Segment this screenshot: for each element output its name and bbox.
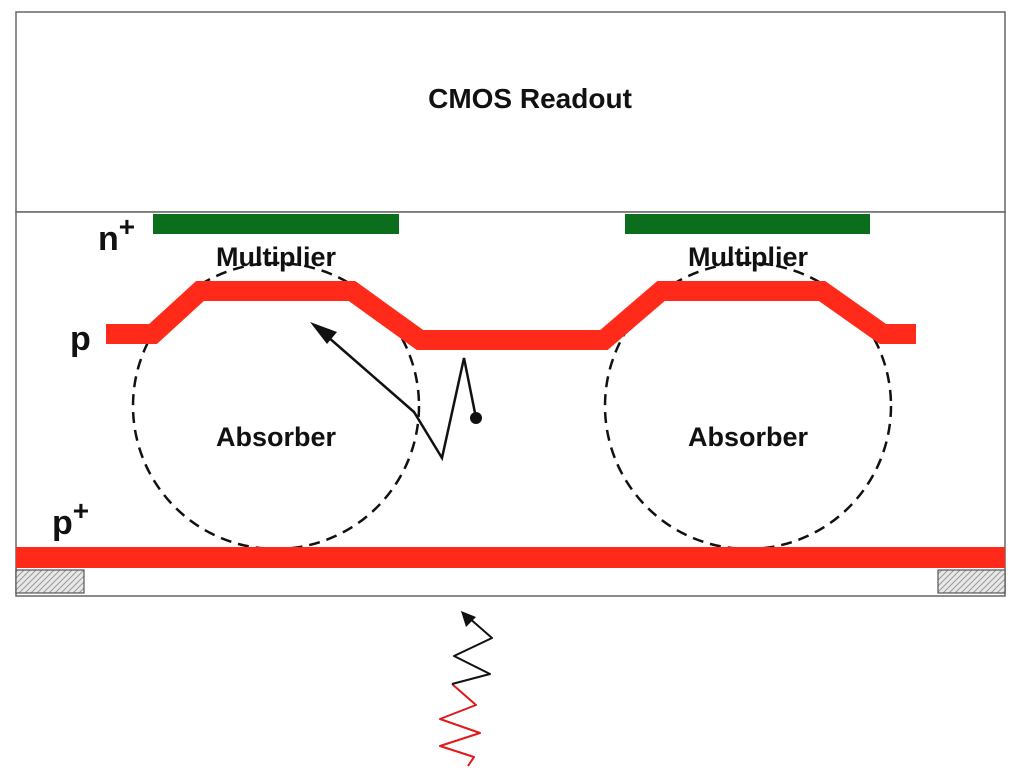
p-plus-label: p+: [52, 495, 89, 542]
bottom-contact-right: [937, 569, 1006, 594]
bottom-contact-left: [15, 569, 85, 594]
photon-wave-lower: [439, 683, 481, 767]
p-plus-layer: [16, 547, 1005, 568]
n-plus-contact-left: [153, 214, 399, 234]
carrier-arrowhead: [310, 322, 337, 344]
n-plus-label: n+: [98, 211, 135, 258]
absorber-label-left: Absorber: [216, 422, 337, 452]
zigzag-arrow-icon: [310, 322, 482, 462]
cmos-readout-block: [15, 11, 1006, 213]
n-plus-label-base: n: [98, 220, 119, 258]
multiplier-label-right: Multiplier: [688, 242, 808, 272]
photon-arrowhead: [461, 611, 476, 627]
n-plus-label-sup: +: [119, 211, 135, 242]
p-plus-label-base: p: [52, 504, 73, 542]
p-label: p: [70, 320, 91, 358]
carrier-path: [319, 329, 478, 462]
p-plus-label-sup: +: [73, 495, 89, 526]
p-charge-layer: [106, 281, 916, 350]
multiplier-label-left: Multiplier: [216, 242, 336, 272]
detector-substrate: [15, 211, 1006, 597]
cmos-readout-label: CMOS Readout: [428, 83, 632, 114]
absorber-label-right: Absorber: [688, 422, 809, 452]
photon-wave-upper: [451, 616, 493, 685]
photon-wave-icon: [439, 611, 493, 767]
n-plus-contact-right: [625, 214, 870, 234]
